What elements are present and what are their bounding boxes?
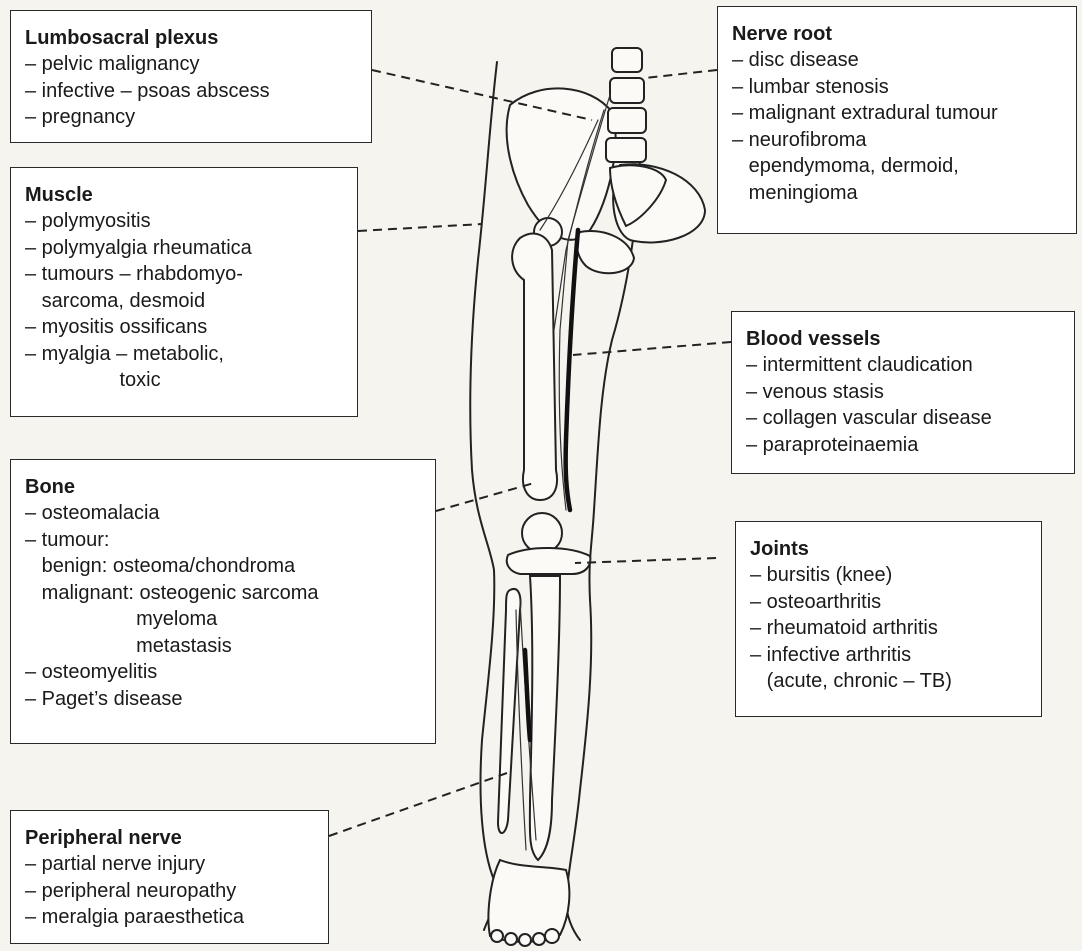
box-line: meningioma <box>732 180 1066 207</box>
box-line: – polymyalgia rheumatica <box>25 235 347 262</box>
pointer-blood-vessels <box>573 342 731 355</box>
box-line: – tumour: <box>25 527 425 554</box>
box-line: ependymoma, dermoid, <box>732 153 1066 180</box>
box-title: Peripheral nerve <box>25 825 318 851</box>
box-line: – osteomyelitis <box>25 659 425 686</box>
box-line: – paraproteinaemia <box>746 432 1064 459</box>
box-joints: Joints – bursitis (knee) – osteoarthriti… <box>735 521 1042 717</box>
box-title: Joints <box>750 536 1031 562</box>
box-line: benign: osteoma/chondroma <box>25 553 425 580</box>
box-line: – myalgia – metabolic, <box>25 341 347 368</box>
box-line: – venous stasis <box>746 379 1064 406</box>
box-line: myeloma <box>25 606 425 633</box>
box-line: – collagen vascular disease <box>746 405 1064 432</box>
box-peripheral-nerve: Peripheral nerve – partial nerve injury … <box>10 810 329 944</box>
knee <box>507 513 591 574</box>
box-line: – meralgia paraesthetica <box>25 904 318 931</box>
pointer-joints <box>575 558 716 563</box>
box-bone: Bone – osteomalacia – tumour: benign: os… <box>10 459 436 744</box>
box-line: – partial nerve injury <box>25 851 318 878</box>
box-title: Blood vessels <box>746 326 1064 352</box>
box-lumbosacral-plexus: Lumbosacral plexus – pelvic malignancy –… <box>10 10 372 143</box>
box-line: – neurofibroma <box>732 127 1066 154</box>
box-line: – tumours – rhabdomyo- <box>25 261 347 288</box>
box-line: metastasis <box>25 633 425 660</box>
box-nerve-root: Nerve root – disc disease – lumbar steno… <box>717 6 1077 234</box>
box-line: – intermittent claudication <box>746 352 1064 379</box>
pointer-nerve-root <box>645 70 717 78</box>
box-line: – peripheral neuropathy <box>25 878 318 905</box>
lumbar-spine <box>606 48 666 226</box>
box-line: – infective – psoas abscess <box>25 78 361 105</box>
box-line: – pregnancy <box>25 104 361 131</box>
box-line: toxic <box>25 367 347 394</box>
pointer-muscle <box>358 224 482 231</box>
box-line: – osteoarthritis <box>750 589 1031 616</box>
box-title: Muscle <box>25 182 347 208</box>
box-line: – disc disease <box>732 47 1066 74</box>
pointer-bone <box>436 483 534 511</box>
foot <box>488 860 569 946</box>
box-line: – polymyositis <box>25 208 347 235</box>
box-line: – myositis ossificans <box>25 314 347 341</box>
box-line: malignant: osteogenic sarcoma <box>25 580 425 607</box>
box-line: – Paget’s disease <box>25 686 425 713</box>
box-title: Nerve root <box>732 21 1066 47</box>
box-blood-vessels: Blood vessels – intermittent claudicatio… <box>731 311 1075 474</box>
box-line: – rheumatoid arthritis <box>750 615 1031 642</box>
box-line: – malignant extradural tumour <box>732 100 1066 127</box>
box-line: (acute, chronic – TB) <box>750 668 1031 695</box>
box-title: Lumbosacral plexus <box>25 25 361 51</box>
box-line: – pelvic malignancy <box>25 51 361 78</box>
box-title: Bone <box>25 474 425 500</box>
femur <box>512 218 562 500</box>
box-line: – lumbar stenosis <box>732 74 1066 101</box>
box-line: sarcoma, desmoid <box>25 288 347 315</box>
box-line: – osteomalacia <box>25 500 425 527</box>
box-muscle: Muscle – polymyositis – polymyalgia rheu… <box>10 167 358 417</box>
box-line: – infective arthritis <box>750 642 1031 669</box>
box-line: – bursitis (knee) <box>750 562 1031 589</box>
